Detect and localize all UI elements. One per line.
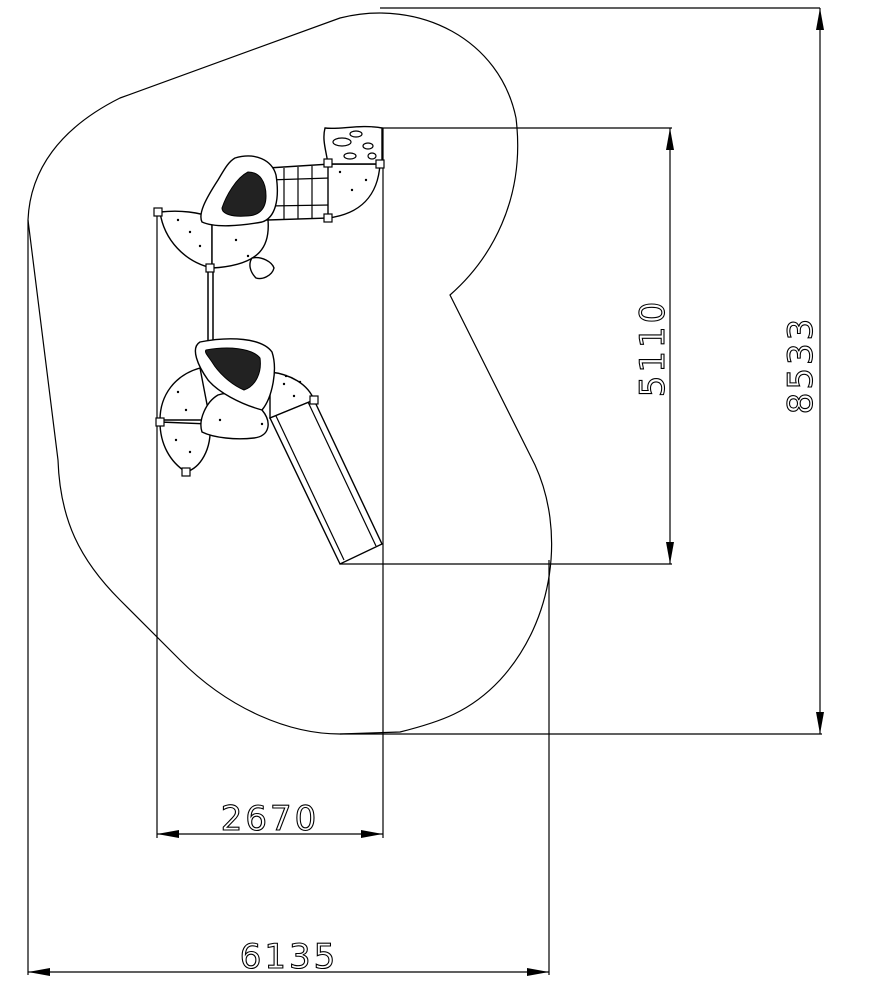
dimension-label-structure-height: 5110 — [633, 299, 673, 398]
play-structure — [153, 125, 385, 565]
upper-bridge — [267, 163, 331, 221]
lower-net — [205, 347, 261, 391]
hand-hold-element — [249, 256, 275, 280]
dimension-total-width — [28, 968, 549, 976]
climbing-holds — [332, 130, 377, 160]
slide — [269, 399, 383, 565]
dimension-label-total-width: 6135 — [240, 937, 339, 977]
lower-left-platform — [159, 367, 211, 421]
dimension-label-structure-width: 2670 — [221, 799, 320, 839]
dimension-structure-width — [157, 830, 383, 838]
dimension-label-total-height: 8533 — [781, 316, 821, 415]
dimension-total-height — [816, 8, 824, 734]
upper-right-platform — [327, 163, 381, 219]
fixing-dots — [174, 170, 368, 454]
upper-net — [221, 171, 267, 217]
dimension-structure-height — [666, 128, 674, 564]
posts — [153, 158, 385, 477]
extension-lines — [27, 7, 822, 975]
safety-zone-outline — [27, 12, 553, 735]
